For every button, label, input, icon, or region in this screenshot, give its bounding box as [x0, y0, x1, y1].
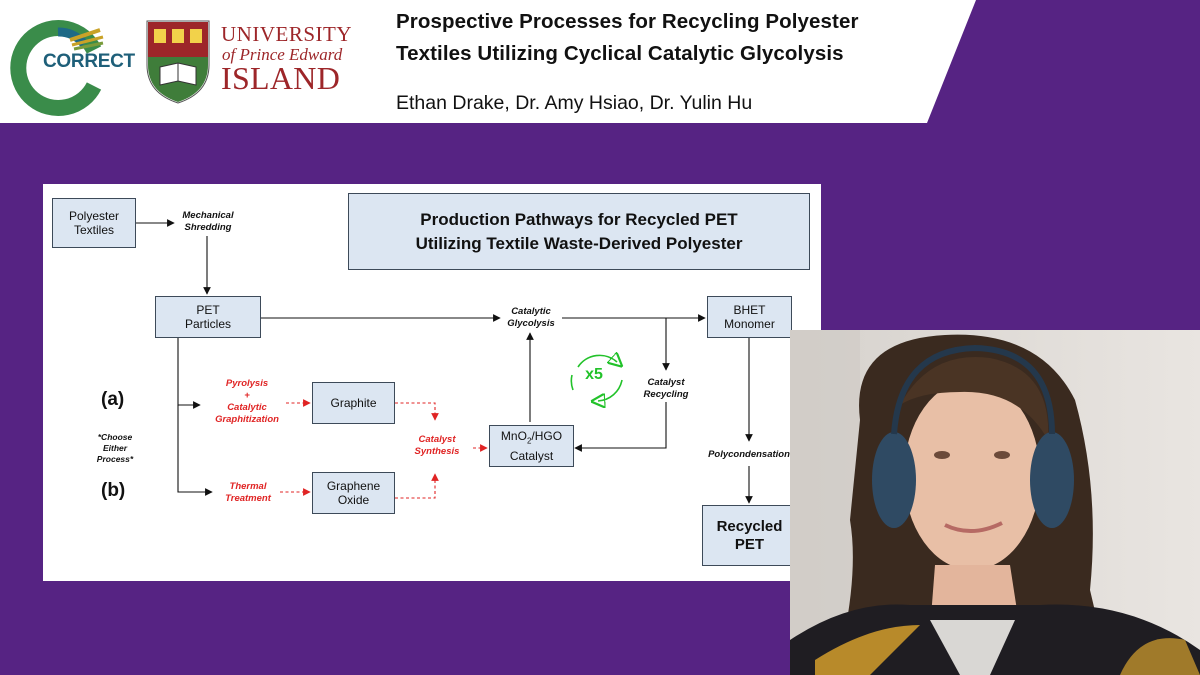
node-graphite: Graphite — [312, 382, 395, 424]
correct-logo-icon — [10, 20, 104, 116]
upei-logo-line1: UNIVERSITY — [221, 22, 352, 46]
upei-logo-line3: ISLAND — [221, 60, 341, 96]
slide-title-line1: Prospective Processes for Recycling Poly… — [396, 10, 859, 33]
upei-crest-icon — [146, 20, 210, 104]
diagram-title: Production Pathways for Recycled PET Uti… — [348, 193, 810, 270]
label-polycondensation: Polycondensation — [708, 449, 790, 460]
choose-either-process-note: *Choose Either Process* — [96, 432, 134, 464]
slide-title-line2: Textiles Utilizing Cyclical Catalytic Gl… — [396, 42, 844, 65]
upei-logo-line2: of Prince Edward — [222, 45, 343, 64]
presenter-webcam-video — [790, 330, 1200, 675]
label-catalyst-recycling: Catalyst Recycling — [643, 377, 689, 400]
label-pyrolysis-graphitization: Pyrolysis + Catalytic Graphitization — [215, 378, 279, 425]
correct-logo-text: CORRECT — [43, 51, 135, 72]
recycle-cycle-icon — [570, 355, 622, 401]
option-b-label: (b) — [101, 480, 126, 501]
node-pet-particles: PET Particles — [155, 296, 261, 338]
node-polyester-textiles: Polyester Textiles — [52, 198, 136, 248]
slide-authors: Ethan Drake, Dr. Amy Hsiao, Dr. Yulin Hu — [396, 92, 753, 114]
node-graphene-oxide: Graphene Oxide — [312, 472, 395, 514]
node-recycled-pet: Recycled PET — [702, 505, 797, 566]
label-mechanical-shredding: Mechanical Shredding — [182, 210, 234, 233]
label-thermal-treatment: Thermal Treatment — [225, 481, 271, 504]
node-bhet-monomer: BHET Monomer — [707, 296, 792, 338]
cycle-count-label: x5 — [585, 366, 603, 383]
option-a-label: (a) — [101, 389, 125, 410]
label-catalyst-synthesis: Catalyst Synthesis — [414, 434, 460, 457]
label-catalytic-glycolysis: Catalytic Glycolysis — [507, 306, 555, 329]
